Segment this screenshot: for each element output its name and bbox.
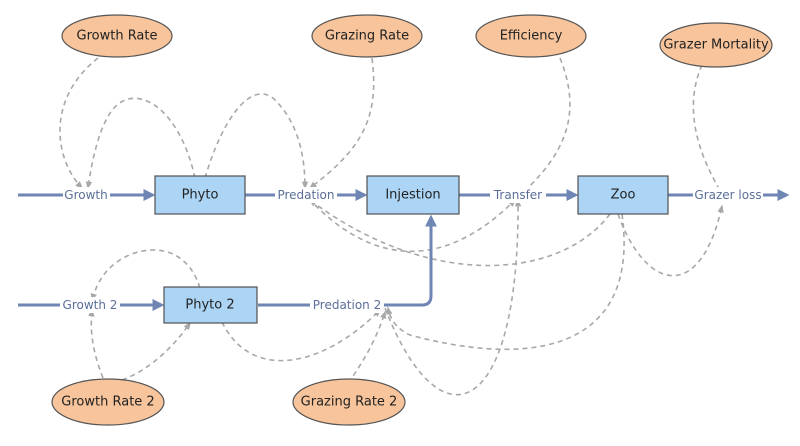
flow-predation-2-line	[258, 214, 437, 307]
stock-injestion[interactable]: Injestion	[366, 175, 460, 215]
link-growth-rate-to-growth	[59, 57, 99, 190]
stock-phyto-label: Phyto	[182, 188, 219, 203]
flow-predation-label: Predation	[277, 188, 334, 202]
param-grazing-rate-2[interactable]: Grazing Rate 2	[292, 378, 406, 426]
param-growth-rate-label: Growth Rate	[77, 29, 158, 44]
flow-predation-2-label: Predation 2	[313, 298, 381, 312]
link-growth-rate-2-to-phyto-2	[121, 321, 191, 381]
param-growth-rate-2-label: Growth Rate 2	[61, 395, 154, 410]
param-grazing-rate-2-label: Grazing Rate 2	[301, 395, 398, 410]
flow-transfer-label: Transfer	[493, 188, 542, 202]
stock-phyto-2[interactable]: Phyto 2	[163, 286, 258, 324]
flow-growth-label: Growth	[64, 188, 107, 202]
link-predation-2-to-transfer	[384, 198, 522, 396]
param-efficiency-label: Efficiency	[500, 29, 563, 44]
link-phyto-2-to-predation-2	[221, 308, 382, 362]
link-growth-rate-2-to-growth-2	[88, 308, 104, 379]
param-efficiency[interactable]: Efficiency	[475, 14, 587, 58]
link-zoo-to-predation	[308, 199, 611, 267]
stock-phyto-2-label: Phyto 2	[185, 298, 234, 313]
link-predation-to-transfer	[314, 198, 517, 253]
param-growth-rate[interactable]: Growth Rate	[61, 14, 173, 58]
param-grazing-rate[interactable]: Grazing Rate	[311, 14, 423, 58]
influence-links	[59, 57, 724, 396]
param-grazing-rate-label: Grazing Rate	[325, 29, 409, 44]
stock-phyto[interactable]: Phyto	[154, 175, 246, 215]
flow-labels: Growth Predation Transfer Grazer loss Gr…	[60, 187, 763, 313]
flow-growth-2-label: Growth 2	[63, 298, 118, 312]
link-efficiency-to-transfer	[513, 57, 571, 202]
flows	[18, 189, 790, 311]
param-grazer-mortality[interactable]: Grazer Mortality	[659, 22, 773, 68]
link-phyto-to-growth	[85, 97, 196, 190]
param-grazer-mortality-label: Grazer Mortality	[663, 38, 769, 53]
stock-zoo-label: Zoo	[611, 188, 636, 203]
stock-zoo[interactable]: Zoo	[577, 175, 669, 215]
link-zoo-to-grazer-loss	[617, 204, 724, 277]
stock-injestion-label: Injestion	[385, 188, 440, 203]
link-phyto-2-to-growth-2	[90, 249, 201, 302]
link-zoo-to-predation-2	[386, 213, 625, 351]
param-growth-rate-2[interactable]: Growth Rate 2	[51, 378, 165, 426]
link-grazer-mortality-to-grazer-loss	[692, 64, 723, 196]
link-grazing-rate-to-predation	[308, 57, 375, 189]
link-phyto-to-predation	[204, 93, 309, 190]
flow-grazer-loss-label: Grazer loss	[694, 188, 761, 202]
link-grazing-rate-2-to-predation-2	[347, 310, 387, 384]
